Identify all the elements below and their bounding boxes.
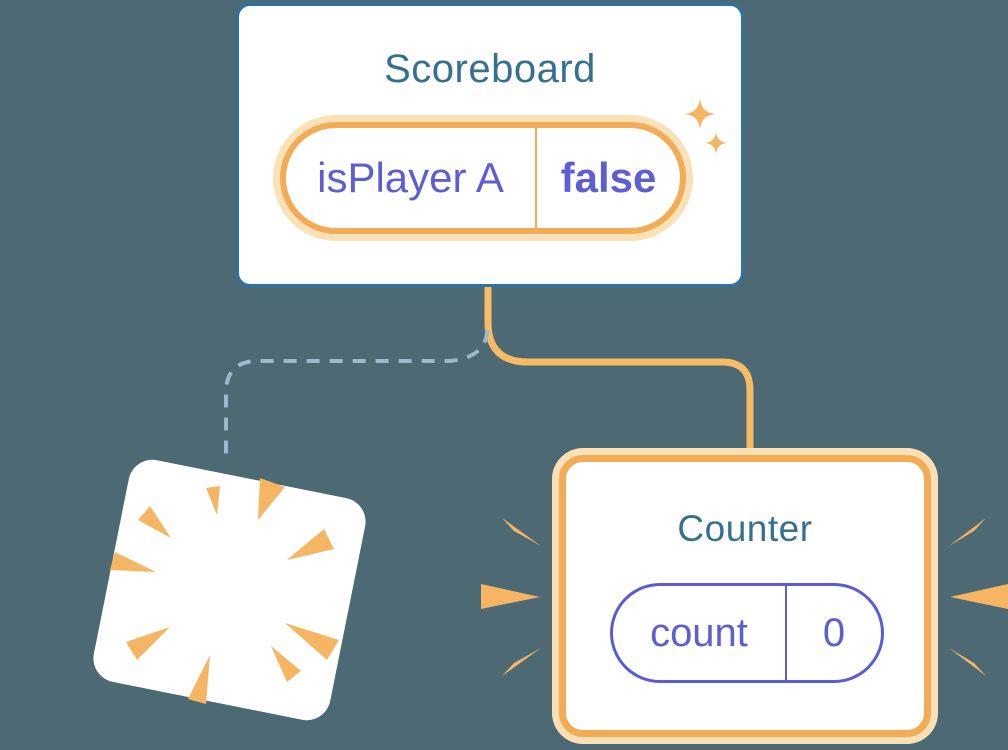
state-value-label: 0 bbox=[822, 610, 846, 655]
removed-branch-dashed-connector bbox=[224, 329, 489, 460]
scoreboard-state-pill: isPlayer A false bbox=[280, 122, 686, 234]
active-branch-connector bbox=[484, 284, 754, 450]
counter-state-pill: count 0 bbox=[610, 583, 884, 683]
scoreboard-component-card: Scoreboard isPlayer A false bbox=[236, 3, 744, 287]
removed-component-card bbox=[89, 455, 370, 725]
spark-rays-left-icon bbox=[481, 518, 541, 676]
scoreboard-title: Scoreboard bbox=[384, 47, 596, 91]
counter-component-card: Counter count 0 bbox=[559, 455, 931, 737]
state-name-label: count bbox=[613, 586, 787, 680]
counter-title: Counter bbox=[677, 508, 813, 549]
state-name-label: isPlayer A bbox=[286, 128, 537, 228]
spark-rays-right-icon bbox=[949, 518, 1008, 676]
state-value-label: false bbox=[560, 154, 657, 201]
